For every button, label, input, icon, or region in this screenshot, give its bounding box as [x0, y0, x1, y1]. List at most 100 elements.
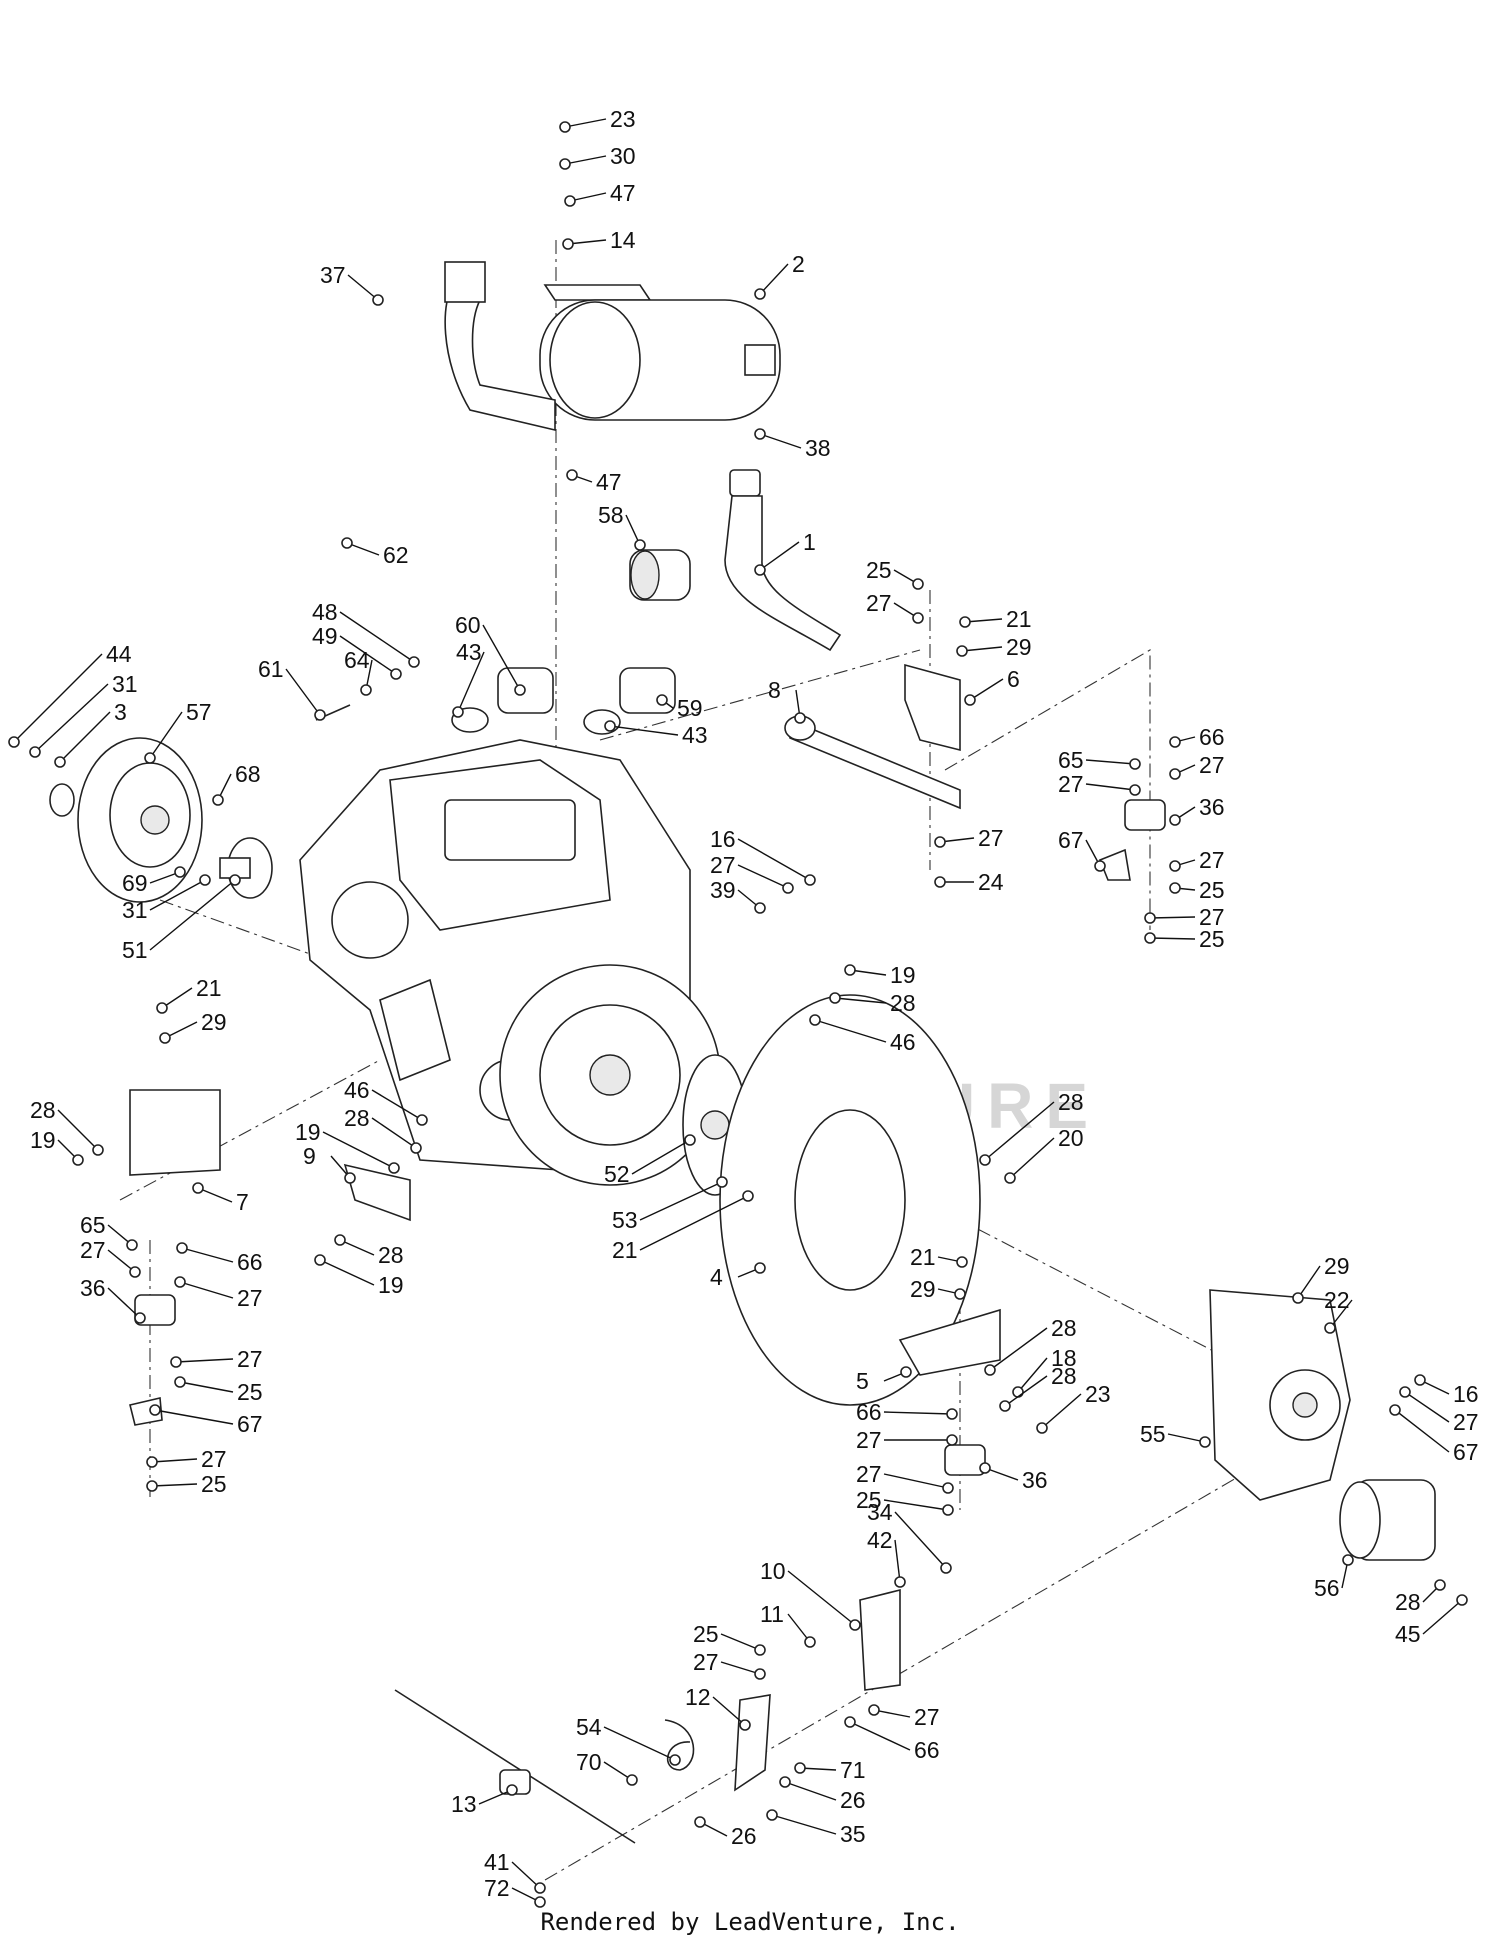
callout-part-marker — [1292, 1292, 1304, 1304]
callout-label: 25 — [866, 557, 892, 583]
callout-label: 27 — [693, 1649, 719, 1675]
callout-label: 68 — [235, 761, 261, 787]
callout-leader — [569, 192, 607, 202]
callout-label: 55 — [1140, 1421, 1166, 1447]
callout-part-marker — [894, 1576, 906, 1588]
callout-leader — [347, 274, 379, 301]
callout-leader — [319, 1259, 375, 1286]
callout-label: 28 — [1051, 1315, 1077, 1341]
callout-label: 43 — [682, 722, 708, 748]
callout-leader — [784, 1781, 837, 1801]
callout-label: 39 — [710, 877, 736, 903]
callout-leader — [964, 618, 1003, 623]
callout-part-marker — [754, 428, 766, 440]
callout-label: 10 — [760, 1558, 786, 1584]
callout-label: 72 — [484, 1875, 510, 1901]
callout-label: 29 — [1006, 634, 1032, 660]
callout-leader — [149, 879, 236, 951]
callout-part-marker — [149, 1404, 161, 1416]
callout-label: 20 — [1058, 1125, 1084, 1151]
callout-label: 28 — [378, 1242, 404, 1268]
callout-part-marker — [1324, 1322, 1336, 1334]
callout-leader — [34, 683, 109, 753]
bracket-9 — [343, 1163, 411, 1222]
callout-part-marker — [809, 1014, 821, 1026]
callout-part-marker — [844, 964, 856, 976]
callout-leader — [285, 668, 321, 716]
callout-leader — [181, 1247, 234, 1263]
callout-label: 59 — [677, 695, 703, 721]
callout-label: 61 — [258, 656, 284, 682]
bracket-7 — [129, 1089, 221, 1176]
callout-leader — [720, 1633, 761, 1651]
callout-leader — [1404, 1391, 1450, 1423]
callout-leader — [564, 155, 607, 165]
pump-plate — [859, 1588, 901, 1691]
callout-label: 29 — [1324, 1253, 1350, 1279]
callout-part-marker — [410, 1142, 422, 1154]
callout-part-marker — [956, 1256, 968, 1268]
callout-label: 25 — [856, 1487, 882, 1513]
callout-label: 27 — [1453, 1409, 1479, 1435]
callout-part-marker — [1004, 1172, 1016, 1184]
callout-label: 67 — [1453, 1439, 1479, 1465]
callout-part-marker — [372, 294, 384, 306]
callout-part-marker — [656, 694, 668, 706]
callout-part-marker — [942, 1482, 954, 1494]
callout-part-marker — [174, 866, 186, 878]
pto-clutch — [49, 737, 203, 903]
callout-leader — [771, 1814, 837, 1835]
callout-part-marker — [684, 1134, 696, 1146]
callout-part-marker — [739, 1719, 751, 1731]
callout-label: 21 — [1006, 606, 1032, 632]
callout-label: 25 — [201, 1471, 227, 1497]
callout-label: 31 — [122, 897, 148, 923]
callout-part-marker — [314, 1254, 326, 1266]
callout-part-marker — [1389, 1404, 1401, 1416]
callout-part-marker — [934, 876, 946, 888]
callout-label: 66 — [237, 1249, 263, 1275]
callout-part-marker — [626, 1774, 638, 1786]
callout-label: 53 — [612, 1207, 638, 1233]
callout-part-marker — [564, 195, 576, 207]
intake-hose-left — [451, 667, 554, 733]
callout-part-marker — [1169, 860, 1181, 872]
callout-part-marker — [144, 752, 156, 764]
callout-label: 27 — [1199, 904, 1225, 930]
callout-label: 27 — [237, 1285, 263, 1311]
callout-label: 69 — [122, 870, 148, 896]
callout-part-marker — [54, 756, 66, 768]
callout-label: 3 — [114, 699, 127, 725]
callout-part-marker — [716, 1176, 728, 1188]
callout-part-marker — [956, 645, 968, 657]
callout-label: 28 — [30, 1097, 56, 1123]
callout-part-marker — [344, 1172, 356, 1184]
callout-label: 43 — [456, 639, 482, 665]
callout-label: 56 — [1314, 1575, 1340, 1601]
pto-adapter — [219, 837, 273, 899]
callout-label: 25 — [1199, 877, 1225, 903]
callout-label: 45 — [1395, 1621, 1421, 1647]
callout-label: 51 — [122, 937, 148, 963]
callout-part-marker — [388, 1162, 400, 1174]
callout-leader — [322, 1131, 395, 1169]
callout-part-marker — [1169, 814, 1181, 826]
callout-label: 25 — [1199, 926, 1225, 952]
callout-label: 13 — [451, 1791, 477, 1817]
callout-leader — [339, 611, 415, 663]
callout-label: 48 — [312, 599, 338, 625]
callout-part-marker — [92, 1144, 104, 1156]
callout-part-marker — [604, 720, 616, 732]
callout-label: 27 — [1199, 752, 1225, 778]
callout-label: 29 — [201, 1009, 227, 1035]
callout-leader — [371, 1089, 423, 1121]
callout-label: 60 — [455, 612, 481, 638]
callout-part-marker — [8, 736, 20, 748]
callout-label: 18 — [1051, 1345, 1077, 1371]
callout-leader — [371, 1117, 417, 1149]
drive-plate — [719, 994, 981, 1406]
callout-label: 29 — [910, 1276, 936, 1302]
callout-part-marker — [360, 684, 372, 696]
callout-part-marker — [984, 1364, 996, 1376]
callout-label: 58 — [598, 502, 624, 528]
